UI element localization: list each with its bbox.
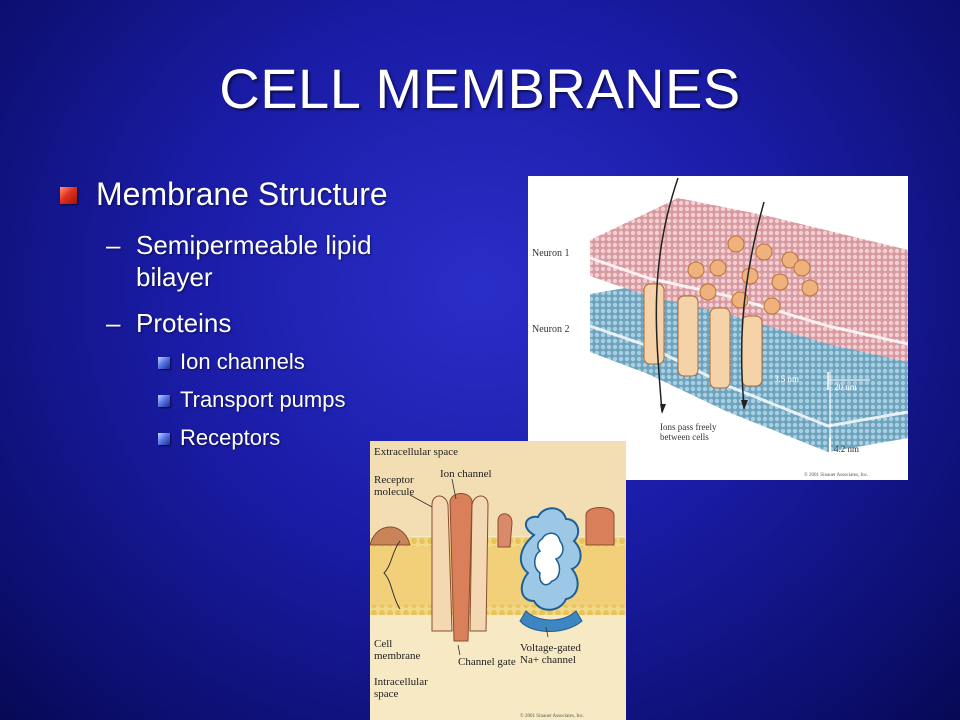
extracellular-label: Extracellular space — [374, 446, 458, 458]
bullet-text: Membrane Structure — [96, 176, 388, 212]
bullet-text: Transport pumps — [180, 387, 346, 412]
slide-title: CELL MEMBRANES — [219, 57, 741, 120]
total-measure-label: 20 nm — [834, 382, 857, 392]
ion-channel-label: Ion channel — [440, 468, 492, 480]
ions-label-line1: Ions pass freely — [660, 422, 717, 432]
ion-path-arrow — [655, 177, 679, 413]
copyright-text: © 2001 Sinauer Associates, Inc. — [520, 713, 584, 719]
dash-marker: – — [106, 308, 121, 338]
channel-cylinders — [643, 283, 763, 389]
bullet-semipermeable: – Semipermeable lipid bilayer — [106, 229, 446, 293]
bullet-text: Ion channels — [180, 349, 305, 374]
membrane-measure-label: 4.2 nm — [834, 444, 859, 454]
connexon-rosettes — [687, 235, 819, 315]
voltage-gated-label-line2: Na+ channel — [520, 654, 576, 666]
ions-label-line2: between cells — [660, 432, 709, 442]
bullet-membrane-structure: Membrane Structure — [58, 176, 478, 213]
bullet-ion-channels: Ion channels — [158, 349, 478, 375]
ion-channel-figure: Extracellular space Ion channel Receptor… — [370, 441, 626, 720]
ion-channel-protein — [449, 493, 473, 642]
cell-membrane-label-line2: membrane — [374, 650, 421, 662]
receptor-label-line2: molecule — [374, 486, 414, 498]
voltage-gated-label-line1: Voltage-gated — [520, 642, 581, 654]
bullet-transport-pumps: Transport pumps — [158, 387, 478, 413]
dash-marker: – — [106, 230, 121, 260]
red-bullet-icon — [60, 187, 77, 204]
blue-bullet-icon — [158, 395, 170, 407]
neuron-1-label: Neuron 1 — [532, 248, 570, 259]
gap-junction-figure: Neuron 1 Neuron 2 3.5 nm 20 nm 4.2 nm Io… — [528, 176, 908, 480]
bullet-text: Receptors — [180, 425, 281, 450]
intracellular-label-line2: space — [374, 688, 399, 700]
copyright-text: © 2001 Sinauer Associates, Inc. — [804, 472, 868, 478]
blue-bullet-icon — [158, 433, 170, 445]
bullet-receptors: Receptors — [158, 425, 478, 451]
channel-gate-label: Channel gate — [458, 656, 516, 668]
receptor-molecule — [370, 526, 411, 546]
ion-channel-illustration: Extracellular space Ion channel Receptor… — [370, 441, 626, 720]
bullet-list: Membrane Structure – Semipermeable lipid… — [58, 176, 478, 451]
intracellular-label-line1: Intracellular — [374, 676, 428, 688]
gap-junction-illustration: Neuron 1 Neuron 2 3.5 nm 20 nm 4.2 nm Io… — [532, 177, 908, 478]
membrane-interior — [370, 547, 626, 605]
receptor-label-line1: Receptor — [374, 474, 414, 486]
cell-membrane-label-line1: Cell — [374, 638, 392, 650]
neuron-2-label: Neuron 2 — [532, 324, 570, 335]
gap-measure-label: 3.5 nm — [774, 374, 799, 384]
ion-path-arrow — [740, 201, 765, 409]
bullet-text: Semipermeable lipid bilayer — [136, 230, 372, 292]
bullet-proteins: – Proteins — [106, 307, 446, 339]
inner-lipid-layer — [370, 605, 626, 615]
bullet-text: Proteins — [136, 308, 232, 338]
blue-bullet-icon — [158, 357, 170, 369]
